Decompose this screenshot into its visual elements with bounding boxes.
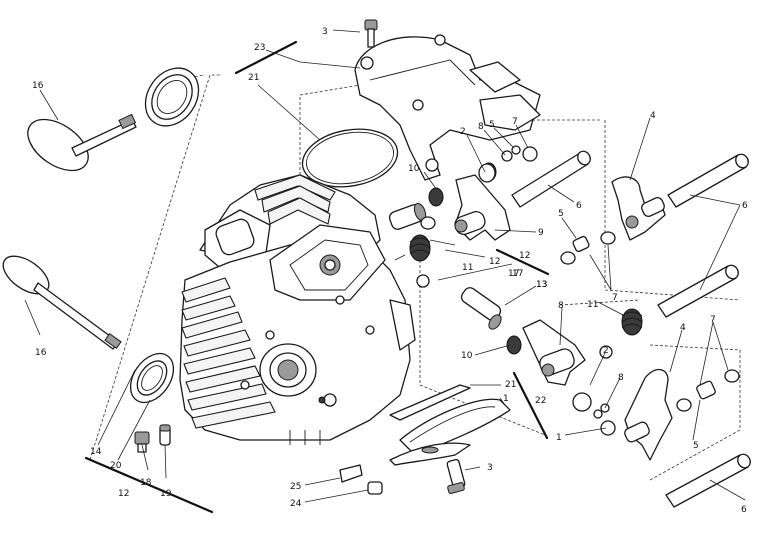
- valve-seat-ring-lower: [129, 352, 175, 404]
- callout-12-upper: 12: [489, 257, 500, 267]
- callout-16-upper: 16: [32, 81, 44, 91]
- callout-7-mid: 7: [612, 293, 618, 303]
- callout-20: 20: [110, 461, 122, 471]
- leader-lines: [24, 29, 746, 503]
- callout-3-lower: 3: [487, 463, 493, 473]
- bracket-bars: [84, 40, 550, 514]
- callout-2-upper: 2: [460, 127, 466, 137]
- exhaust-valve: [27, 113, 137, 172]
- callout-1-lower: 1: [556, 433, 562, 443]
- rocker-shaft-sleeve-lower: [460, 287, 502, 330]
- callout-4-upper: 4: [650, 111, 656, 121]
- spring-lower: [621, 308, 643, 336]
- callout-21-lower: 21: [505, 380, 516, 390]
- spring-upper: [394, 234, 456, 262]
- callout-9-upper: 9: [538, 228, 544, 238]
- rocker-shaft-4: [665, 453, 751, 508]
- lower-fasteners: [134, 424, 466, 495]
- callout-22: 22: [535, 396, 546, 406]
- callout-19: 19: [160, 489, 172, 499]
- follower-lever-upper: [611, 176, 666, 241]
- callout-11-lower: 11: [587, 300, 598, 310]
- callout-12-right: 12: [519, 251, 530, 261]
- callout-10-lower: 10: [461, 351, 473, 361]
- callout-5-upper: 5: [489, 120, 495, 130]
- callout-2-lower: 2: [603, 346, 609, 356]
- callout-8-upper: 8: [478, 122, 484, 132]
- callout-21-upper: 21: [248, 73, 259, 83]
- callout-13-lower: 13: [536, 280, 547, 290]
- callout-17-lower: 17: [512, 269, 523, 279]
- callout-7-lower: 7: [710, 315, 716, 325]
- callout-23: 23: [254, 43, 265, 53]
- callout-5-lower: 5: [693, 441, 699, 451]
- callout-24: 24: [290, 499, 302, 509]
- rocker-shaft-sleeve-upper: [388, 202, 427, 230]
- callout-3-top: 3: [322, 27, 328, 37]
- callout-1-mid: 1: [503, 394, 509, 404]
- rocker-arm-lower: [522, 319, 586, 386]
- rocker-shaft-2: [667, 153, 749, 208]
- callout-12-lower: 12: [118, 489, 129, 499]
- callout-6-shaft1: 6: [576, 201, 582, 211]
- callout-17-upper: 17: [508, 269, 519, 279]
- callout-labels: 3 23 21 16 10 2 8 5 7 6 9 11 12 12 17 13…: [32, 27, 748, 515]
- head-gaskets: [389, 384, 511, 466]
- valve-seat-ring-upper: [144, 67, 200, 127]
- callout-8-lower: 8: [558, 301, 564, 311]
- cylinder-head: [179, 174, 416, 445]
- o-ring: [301, 128, 399, 188]
- callout-7-upper: 7: [512, 117, 518, 127]
- callout-10-upper: 10: [408, 164, 420, 174]
- rocker-shaft-1: [511, 150, 591, 208]
- follower-lever-lower: [624, 368, 673, 461]
- washers-and-shims: [416, 145, 740, 436]
- callout-13-upper: 13: [536, 280, 547, 290]
- callout-5-mid: 5: [558, 209, 564, 219]
- callout-25: 25: [290, 482, 301, 492]
- callout-8-lower-2: 8: [618, 373, 624, 383]
- callout-18: 18: [140, 478, 152, 488]
- rocker-arm-upper: [454, 174, 511, 241]
- bolt-top: [364, 19, 378, 48]
- rocker-shaft-3: [657, 264, 739, 318]
- intake-valve: [2, 255, 122, 350]
- callout-14: 14: [90, 447, 102, 457]
- callout-6-right: 6: [742, 201, 748, 211]
- rocker-cover: [354, 34, 541, 181]
- callout-11-upper: 11: [462, 263, 473, 273]
- callout-4-lower: 4: [680, 323, 686, 333]
- callout-6-bottom: 6: [741, 505, 747, 515]
- callout-16-lower: 16: [35, 348, 47, 358]
